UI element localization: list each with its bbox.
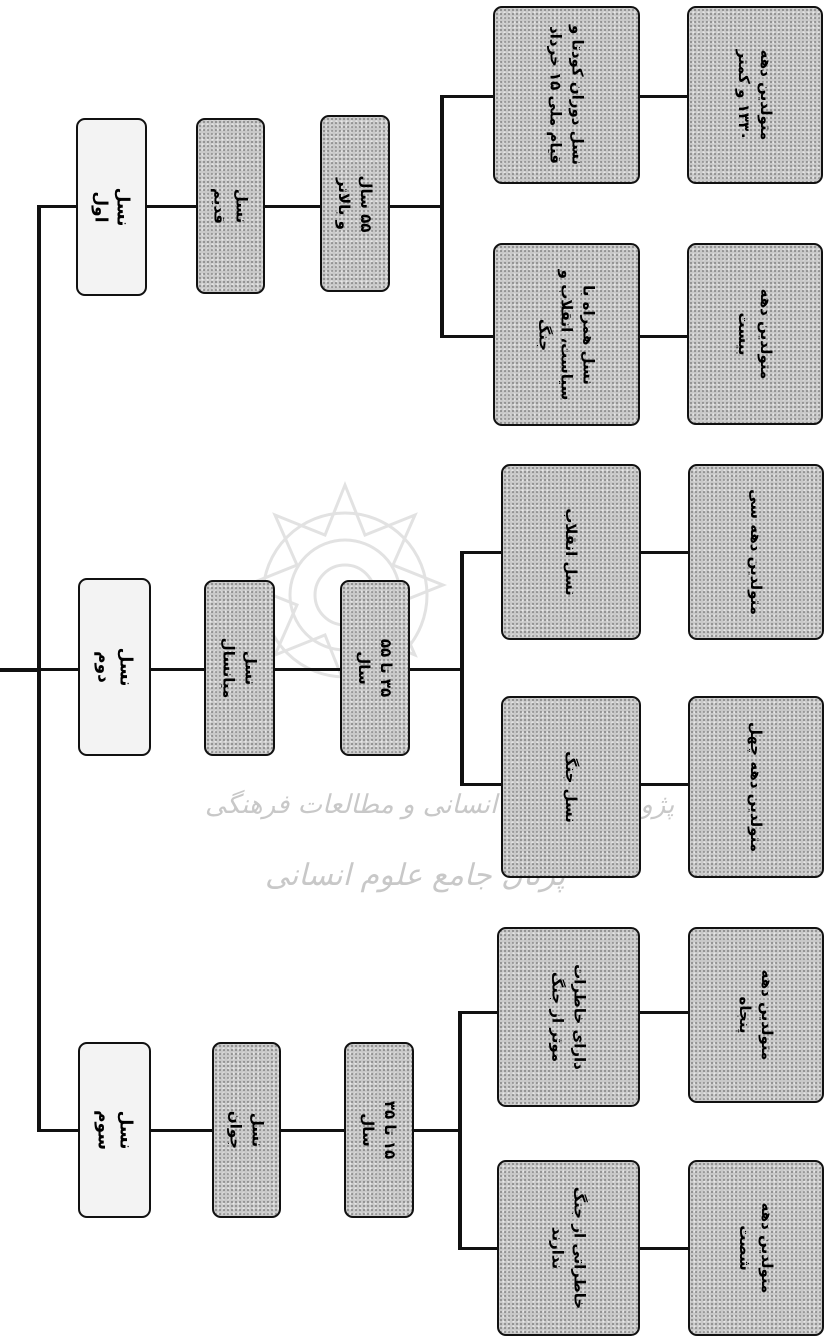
- connector: [460, 551, 502, 554]
- generation-1-name-box: نسل قدیم: [196, 118, 265, 294]
- connector: [640, 95, 688, 98]
- branch-bus: [458, 1011, 462, 1250]
- generation-2-trait-1-box: نسل انقلاب: [501, 464, 641, 640]
- connector: [458, 1011, 498, 1014]
- generation-3-age-box: ۱۵ تا ۳۵ سال: [344, 1042, 414, 1218]
- connector: [641, 551, 689, 554]
- generation-2-age-box: ۳۵ تا ۵۵ سال: [340, 580, 410, 756]
- generation-3-decade-2-box: متولدین دهه شصت: [688, 1160, 824, 1336]
- generation-1-decade-1-box: متولدین دهه ۱۳۳۰ و کمتر: [687, 6, 823, 184]
- connector: [460, 783, 502, 786]
- generation-1-decade-2-box: متولدین دهه بیست: [687, 243, 823, 425]
- connector: [640, 1247, 689, 1250]
- connector: [147, 205, 197, 208]
- generation-2-trait-2-box: نسل جنگ: [501, 696, 641, 878]
- generation-3-decade-1-box: متولدین دهه پنجاه: [688, 927, 824, 1103]
- generation-1-title-box: نسل اول: [76, 118, 147, 296]
- connector: [410, 668, 462, 671]
- root-connector: [0, 668, 40, 672]
- branch-bus: [440, 95, 444, 338]
- generation-1-trait-1-box: نسل دوران کودتا و قیام ملی ۱۵ خرداد: [493, 6, 640, 184]
- generation-1-trait-2-box: نسل همراه با سیاست، انقلاب و جنگ: [493, 243, 640, 426]
- connector: [151, 668, 205, 671]
- generation-1-age-box: ۵۵ سال و بالاتر: [320, 115, 390, 292]
- connector: [640, 335, 688, 338]
- connector: [414, 1129, 460, 1132]
- connector: [390, 205, 442, 208]
- connector: [151, 1129, 213, 1132]
- connector: [458, 1247, 498, 1250]
- connector: [37, 668, 79, 671]
- generation-2-name-box: نسل میانسال: [204, 580, 275, 756]
- connector: [275, 668, 341, 671]
- connector: [37, 205, 77, 208]
- generation-2-decade-2-box: متولدین دهه چهل: [688, 696, 824, 878]
- generation-2-decade-1-box: متولدین دهه سی: [688, 464, 824, 640]
- connector: [440, 335, 495, 338]
- connector: [281, 1129, 345, 1132]
- generation-3-title-box: نسل سوم: [78, 1042, 151, 1218]
- connector: [641, 783, 689, 786]
- generation-3-name-box: نسل جوان: [212, 1042, 281, 1218]
- connector: [37, 1129, 79, 1132]
- generation-2-title-box: نسل دوم: [78, 578, 151, 756]
- connector: [440, 95, 495, 98]
- generation-3-trait-2-box: خاطراتی از جنگ ندارند: [497, 1160, 640, 1336]
- connector: [265, 205, 321, 208]
- branch-bus: [460, 551, 464, 786]
- generation-3-trait-1-box: دارای خاطرات موثر از جنگ: [497, 927, 640, 1107]
- connector: [640, 1011, 689, 1014]
